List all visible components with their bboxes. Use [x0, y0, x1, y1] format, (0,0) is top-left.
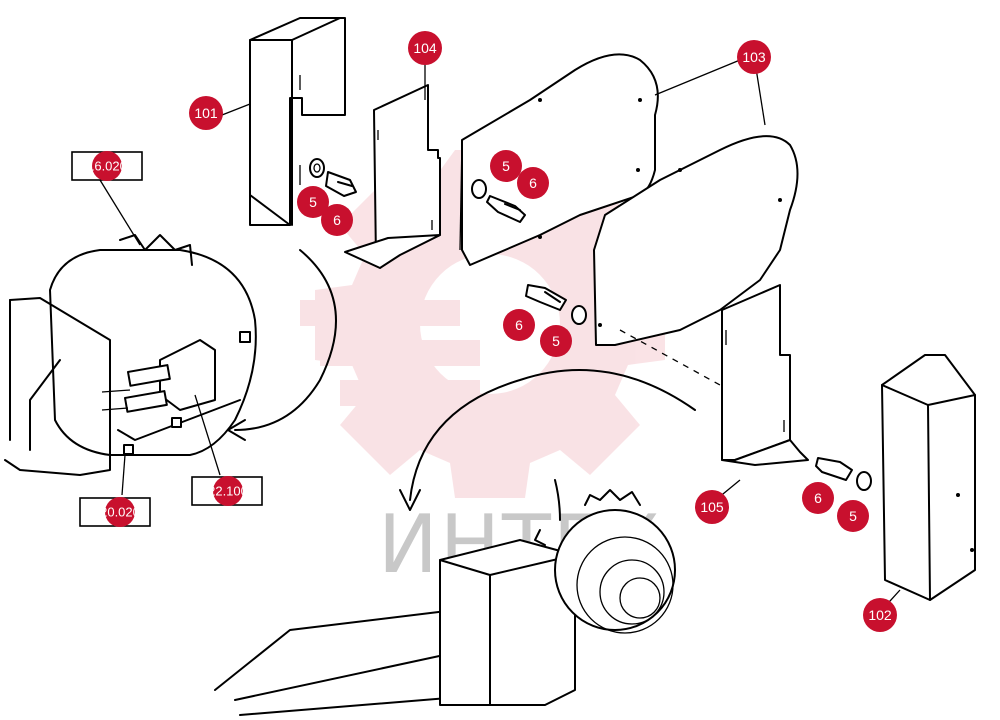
- bolt-103-front: [471, 179, 526, 223]
- svg-text:6: 6: [529, 175, 537, 191]
- svg-text:102: 102: [868, 607, 892, 623]
- bolt-103-rear: [525, 284, 587, 325]
- callout-5-a[interactable]: 5: [297, 186, 329, 218]
- ref-box-20-020[interactable]: 20.020: [79, 497, 151, 527]
- sprocket-assembly-bottom: [214, 479, 676, 716]
- svg-text:5: 5: [552, 333, 560, 349]
- ref-box-22-100[interactable]: 22.100: [191, 476, 263, 506]
- svg-text:6: 6: [515, 317, 523, 333]
- svg-text:104: 104: [413, 40, 437, 56]
- cover-102: [881, 354, 976, 601]
- svg-text:6: 6: [333, 212, 341, 228]
- svg-text:16.020: 16.020: [87, 159, 127, 174]
- cover-101: [249, 17, 346, 226]
- bracket-104: [344, 84, 441, 269]
- svg-text:6: 6: [814, 490, 822, 506]
- svg-text:101: 101: [194, 105, 218, 121]
- callout-5-d[interactable]: 5: [837, 500, 869, 532]
- svg-text:5: 5: [309, 194, 317, 210]
- svg-text:5: 5: [849, 508, 857, 524]
- svg-text:105: 105: [700, 499, 724, 515]
- drive-assembly-left: [4, 179, 257, 496]
- bracket-105: [721, 284, 809, 466]
- callout-5-c[interactable]: 5: [540, 325, 572, 357]
- ref-box-16-020[interactable]: 16.020: [71, 151, 143, 181]
- callout-5-b[interactable]: 5: [490, 150, 522, 182]
- svg-text:20.020: 20.020: [100, 505, 140, 520]
- callout-6-a[interactable]: 6: [321, 204, 353, 236]
- svg-text:103: 103: [742, 49, 766, 65]
- callout-103[interactable]: 103: [737, 40, 771, 74]
- callout-102[interactable]: 102: [863, 598, 897, 632]
- curved-arrow-left: [227, 249, 337, 441]
- bolt-101: [309, 158, 357, 197]
- callout-6-b[interactable]: 6: [517, 167, 549, 199]
- callout-6-d[interactable]: 6: [802, 482, 834, 514]
- callout-101[interactable]: 101: [189, 96, 223, 130]
- callout-105[interactable]: 105: [695, 490, 729, 524]
- callout-6-c[interactable]: 6: [503, 309, 535, 341]
- curved-arrow-right: [399, 369, 696, 511]
- bolt-105: [815, 457, 872, 491]
- callout-104[interactable]: 104: [408, 31, 442, 65]
- plate-103-rear: [593, 135, 799, 346]
- svg-text:22.100: 22.100: [208, 484, 248, 499]
- svg-text:5: 5: [502, 158, 510, 174]
